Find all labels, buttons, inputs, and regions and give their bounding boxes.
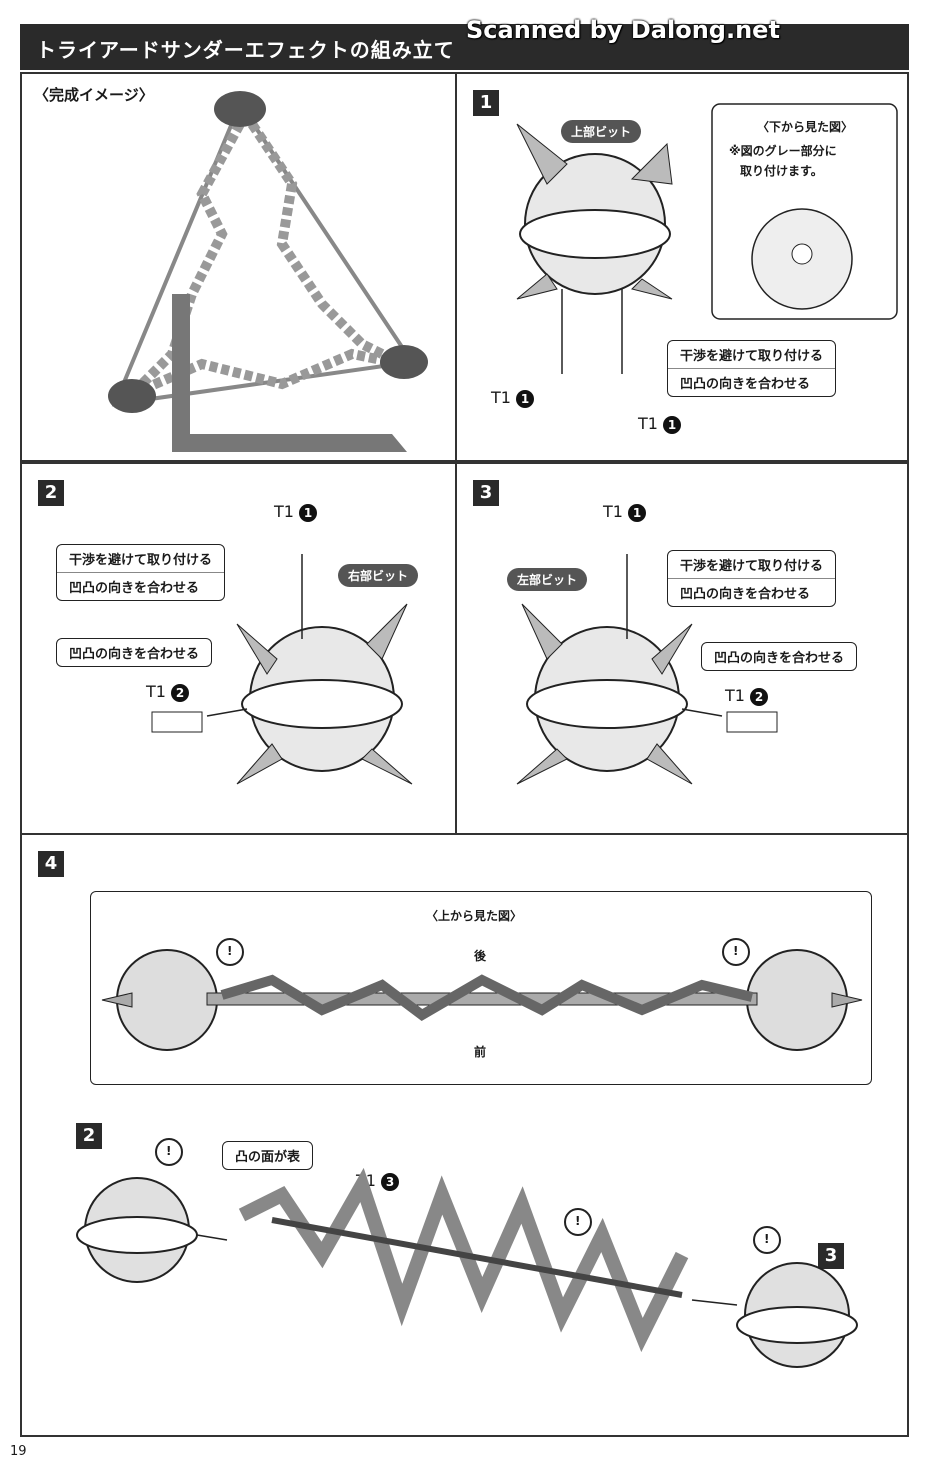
step2-callout2: 凹凸の向きを合わせる bbox=[56, 638, 213, 667]
completed-triangle-illustration bbox=[108, 91, 428, 452]
step4-warning-top-left: ! bbox=[227, 944, 233, 958]
step4-warning-part: ! bbox=[575, 1214, 581, 1228]
step4-convex-note: 凸の面が表 bbox=[222, 1141, 314, 1170]
page-header: トライアードサンダーエフェクトの組み立て bbox=[20, 24, 909, 70]
step4-sub-left-number: 2 bbox=[76, 1123, 102, 1149]
step4-top-view-box bbox=[90, 891, 872, 1085]
page-title: トライアードサンダーエフェクトの組み立て bbox=[36, 38, 455, 62]
step1-number: 1 bbox=[473, 90, 499, 116]
step1-bottom-view-note-2: 取り付けます。 bbox=[740, 164, 823, 178]
step1-callout-line-1: 干渉を避けて取り付ける bbox=[680, 349, 824, 364]
step2-callout2-text: 凹凸の向きを合わせる bbox=[69, 647, 200, 662]
page-number: 19 bbox=[10, 1444, 27, 1459]
step4-warning-top-right: ! bbox=[733, 944, 739, 958]
step2-part-top: T1 1 bbox=[274, 502, 318, 522]
completed-image-panel: 〈完成イメージ〉 bbox=[20, 72, 457, 462]
step3-callout2: 凹凸の向きを合わせる bbox=[701, 642, 858, 671]
step4-back-label: 後 bbox=[474, 949, 487, 963]
step3-part-top-label: T1 bbox=[603, 502, 623, 521]
step4-warning-sub-right: ! bbox=[764, 1232, 770, 1246]
step1-part-left: T1 1 bbox=[491, 388, 535, 408]
step1-part-right: T1 1 bbox=[638, 414, 682, 434]
step1-panel: 1 上部ビット 〈下から見た図〉 ※図のグレー部分に 取り付けます。 干渉を避け… bbox=[455, 72, 909, 462]
step3-left-bit-illustration bbox=[516, 554, 778, 785]
step3-number: 3 bbox=[473, 480, 499, 506]
step3-part-top-num: 1 bbox=[628, 503, 647, 522]
step2-callout-line-1: 干渉を避けて取り付ける bbox=[69, 553, 213, 568]
step1-part-right-num: 1 bbox=[663, 415, 682, 434]
step1-part-left-num: 1 bbox=[516, 389, 535, 408]
step1-part-right-label: T1 bbox=[638, 414, 658, 433]
step4-warning-sub-left: ! bbox=[166, 1144, 172, 1158]
completed-caption: 〈完成イメージ〉 bbox=[34, 86, 154, 104]
step3-callout: 干渉を避けて取り付ける 凹凸の向きを合わせる bbox=[667, 550, 837, 607]
step1-callout: 干渉を避けて取り付ける 凹凸の向きを合わせる bbox=[667, 340, 837, 397]
step2-panel: 2 T1 1 干渉を避けて取り付ける 凹凸の向きを合わせる 右部ビット 凹凸の向… bbox=[20, 462, 457, 835]
step2-part-side: T1 2 bbox=[146, 682, 190, 702]
step3-panel: 3 T1 1 干渉を避けて取り付ける 凹凸の向きを合わせる 左部ビット 凹凸の向… bbox=[455, 462, 909, 835]
step3-part-top: T1 1 bbox=[603, 502, 647, 522]
step4-top-view-illustration bbox=[101, 938, 863, 1051]
step3-callout-line-2: 凹凸の向きを合わせる bbox=[668, 578, 836, 606]
step4-top-view-caption: 〈上から見た図〉 bbox=[426, 909, 523, 923]
step1-pill: 上部ビット bbox=[561, 120, 642, 143]
step4-number: 4 bbox=[38, 851, 64, 877]
step1-bottom-view-note-1: ※図のグレー部分に bbox=[729, 144, 837, 158]
step2-callout-line-2: 凹凸の向きを合わせる bbox=[57, 572, 225, 600]
step4-panel: 4 〈上から見た図〉 後 前 ! ! 2 凸の面が表 T1 3 3 ! ! ! bbox=[20, 833, 909, 1437]
step1-upper-bit-illustration bbox=[516, 103, 898, 374]
step4-part-num: 3 bbox=[381, 1172, 400, 1191]
step2-pill: 右部ビット bbox=[338, 564, 419, 587]
step3-part-side-num: 2 bbox=[750, 687, 769, 706]
step2-part-side-label: T1 bbox=[146, 682, 166, 701]
step2-part-top-num: 1 bbox=[299, 503, 318, 522]
step2-part-side-num: 2 bbox=[171, 683, 190, 702]
step2-callout: 干渉を避けて取り付ける 凹凸の向きを合わせる bbox=[56, 544, 226, 601]
step4-front-label: 前 bbox=[474, 1045, 487, 1059]
step2-right-bit-illustration bbox=[151, 554, 413, 785]
step1-callout-line-2: 凹凸の向きを合わせる bbox=[668, 368, 836, 396]
step1-part-left-label: T1 bbox=[491, 388, 511, 407]
step3-callout-line-1: 干渉を避けて取り付ける bbox=[680, 559, 824, 574]
step2-part-top-label: T1 bbox=[274, 502, 294, 521]
watermark: Scanned by Dalong.net bbox=[466, 16, 780, 44]
step4-assembly-illustration bbox=[76, 1138, 858, 1368]
step2-number: 2 bbox=[38, 480, 64, 506]
step3-callout2-text: 凹凸の向きを合わせる bbox=[714, 651, 845, 666]
step1-bottom-view-caption: 〈下から見た図〉 bbox=[757, 120, 854, 134]
step3-part-side-label: T1 bbox=[725, 686, 745, 705]
step4-convex-note-text: 凸の面が表 bbox=[235, 1150, 301, 1165]
step3-pill: 左部ビット bbox=[507, 568, 588, 591]
step4-sub-right-number: 3 bbox=[818, 1243, 844, 1269]
step3-part-side: T1 2 bbox=[725, 686, 769, 706]
